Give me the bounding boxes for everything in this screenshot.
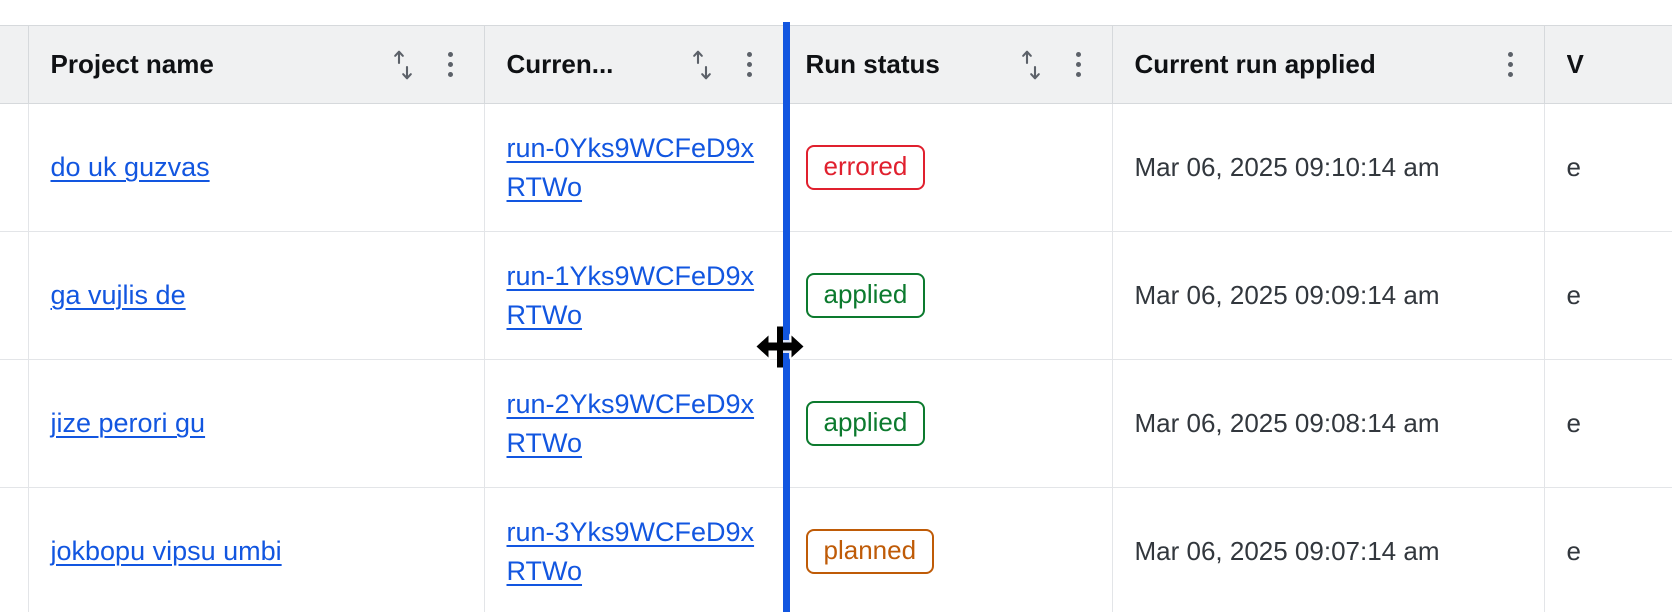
status-badge: applied <box>805 400 926 447</box>
cell-next: e <box>1544 487 1672 612</box>
column-header-current-run-applied[interactable]: Current run applied <box>1112 25 1545 104</box>
column-header-next-label: V <box>1566 49 1584 79</box>
row-select-cell[interactable] <box>0 359 29 488</box>
cell-next: e <box>1544 231 1672 360</box>
column-header-run-status[interactable]: Run status <box>783 25 1113 104</box>
column-header-select[interactable] <box>0 25 29 104</box>
next-column-value: e <box>1566 152 1581 182</box>
cell-current-run-applied: Mar 06, 2025 09:09:14 am <box>1112 231 1545 360</box>
project-name-link[interactable]: jize perori gu <box>50 408 206 439</box>
table-row[interactable]: jize perori gu run-2Yks9WCFeD9xRTWo appl… <box>0 359 1672 488</box>
next-column-value: e <box>1566 408 1581 438</box>
project-name-link[interactable]: do uk guzvas <box>50 152 210 183</box>
cell-current-run-applied: Mar 06, 2025 09:08:14 am <box>1112 359 1545 488</box>
current-run-link[interactable]: run-1Yks9WCFeD9xRTWo <box>506 261 755 330</box>
applied-timestamp: Mar 06, 2025 09:10:14 am <box>1134 152 1440 182</box>
cell-project-name: jokbopu vipsu umbi <box>28 487 485 612</box>
sort-arrows-icon[interactable] <box>1018 49 1044 81</box>
current-run-link[interactable]: run-2Yks9WCFeD9xRTWo <box>506 389 755 458</box>
sort-arrows-icon[interactable] <box>689 49 715 81</box>
current-run-link[interactable]: run-0Yks9WCFeD9xRTWo <box>506 133 755 202</box>
cell-current-run: run-0Yks9WCFeD9xRTWo <box>484 103 784 232</box>
cell-run-status: applied <box>783 359 1113 488</box>
cell-current-run-applied: Mar 06, 2025 09:07:14 am <box>1112 487 1545 612</box>
table-body: do uk guzvas run-0Yks9WCFeD9xRTWo errore… <box>0 103 1672 612</box>
project-name-link[interactable]: ga vujlis de <box>50 280 186 311</box>
column-header-current-run-applied-label: Current run applied <box>1134 49 1376 79</box>
projects-table: Project name <box>0 25 1672 612</box>
cell-project-name: ga vujlis de <box>28 231 485 360</box>
row-select-cell[interactable] <box>0 487 29 612</box>
column-resize-indicator[interactable] <box>783 22 790 612</box>
current-run-link[interactable]: run-3Yks9WCFeD9xRTWo <box>506 517 755 586</box>
cell-project-name: jize perori gu <box>28 359 485 488</box>
cell-current-run-applied: Mar 06, 2025 09:10:14 am <box>1112 103 1545 232</box>
cell-next: e <box>1544 103 1672 232</box>
status-badge: applied <box>805 272 926 319</box>
table-row[interactable]: do uk guzvas run-0Yks9WCFeD9xRTWo errore… <box>0 103 1672 232</box>
column-header-run-status-label: Run status <box>805 49 940 79</box>
column-header-project-name-label: Project name <box>50 49 214 79</box>
column-header-current-run[interactable]: Curren... <box>484 25 784 104</box>
table-row[interactable]: jokbopu vipsu umbi run-3Yks9WCFeD9xRTWo … <box>0 487 1672 612</box>
cell-current-run: run-1Yks9WCFeD9xRTWo <box>484 231 784 360</box>
cell-run-status: planned <box>783 487 1113 612</box>
sort-arrows-icon[interactable] <box>390 49 416 81</box>
cell-current-run: run-2Yks9WCFeD9xRTWo <box>484 359 784 488</box>
cell-project-name: do uk guzvas <box>28 103 485 232</box>
kebab-menu-icon[interactable] <box>1068 49 1090 81</box>
applied-timestamp: Mar 06, 2025 09:07:14 am <box>1134 536 1440 566</box>
project-name-link[interactable]: jokbopu vipsu umbi <box>50 536 282 567</box>
kebab-menu-icon[interactable] <box>1500 49 1522 81</box>
status-badge: planned <box>805 528 935 575</box>
kebab-menu-icon[interactable] <box>739 49 761 81</box>
table-header: Project name <box>0 25 1672 104</box>
cell-run-status: errored <box>783 103 1113 232</box>
table-viewport[interactable]: Project name <box>0 25 1672 612</box>
next-column-value: e <box>1566 536 1581 566</box>
applied-timestamp: Mar 06, 2025 09:09:14 am <box>1134 280 1440 310</box>
table-row[interactable]: ga vujlis de run-1Yks9WCFeD9xRTWo applie… <box>0 231 1672 360</box>
column-header-project-name[interactable]: Project name <box>28 25 485 104</box>
kebab-menu-icon[interactable] <box>440 49 462 81</box>
column-header-current-run-label: Curren... <box>506 49 614 79</box>
next-column-value: e <box>1566 280 1581 310</box>
cell-run-status: applied <box>783 231 1113 360</box>
row-select-cell[interactable] <box>0 231 29 360</box>
status-badge: errored <box>805 144 926 191</box>
column-header-next[interactable]: V <box>1544 25 1672 104</box>
cell-next: e <box>1544 359 1672 488</box>
header-row: Project name <box>0 25 1672 104</box>
cell-current-run: run-3Yks9WCFeD9xRTWo <box>484 487 784 612</box>
applied-timestamp: Mar 06, 2025 09:08:14 am <box>1134 408 1440 438</box>
row-select-cell[interactable] <box>0 103 29 232</box>
